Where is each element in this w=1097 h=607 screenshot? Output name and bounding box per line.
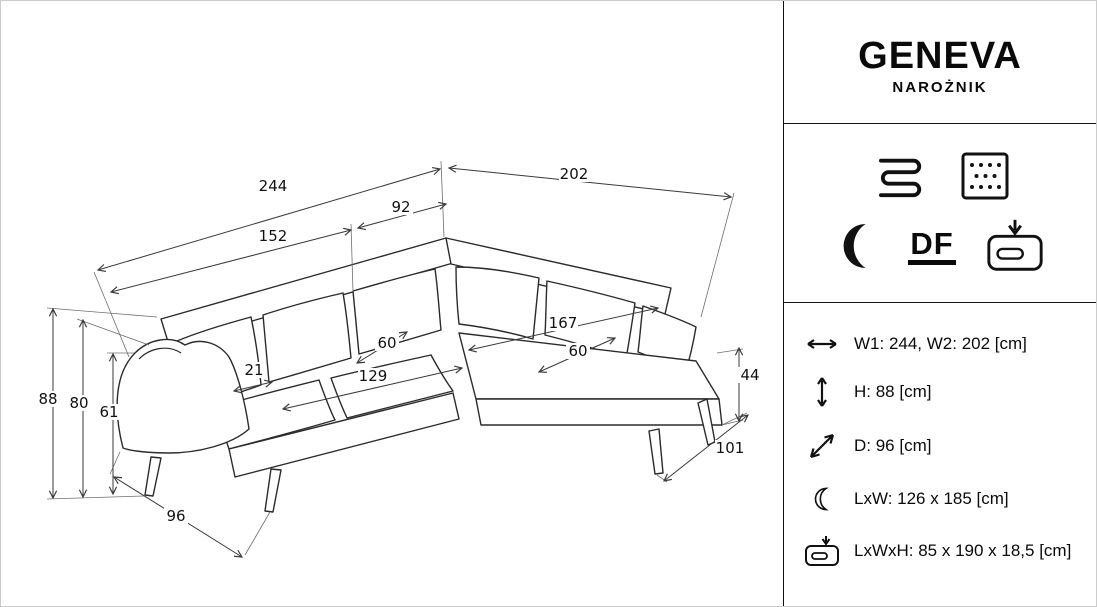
sofa-armrest bbox=[116, 338, 250, 454]
armrest-scroll-line bbox=[138, 347, 182, 360]
info-panel: GENEVA NAROŻNIK bbox=[784, 1, 1096, 606]
dim-label-seat-height: 44 bbox=[740, 366, 759, 384]
spec-row-depth: D: 96 [cm] bbox=[800, 430, 1088, 462]
spec-text-storage: LxWxH: 85 x 190 x 18,5 [cm] bbox=[854, 540, 1072, 560]
pocket-springs-icon bbox=[961, 152, 1009, 200]
sofa-leg-3 bbox=[648, 428, 664, 475]
dim-label-h-total: 88 bbox=[38, 390, 57, 408]
dimension-labels: 244 202 152 92 88 80 61 21 129 60 bbox=[36, 165, 762, 525]
sofa-body bbox=[116, 237, 723, 513]
df-label: DF bbox=[908, 228, 956, 265]
dim-label-h-arm: 61 bbox=[99, 403, 118, 421]
spring-coil-icon bbox=[879, 158, 922, 198]
dim-label-chaise-length: 167 bbox=[549, 314, 578, 332]
dimline-129 bbox=[283, 368, 462, 409]
dim-label-chaise-width: 101 bbox=[716, 439, 745, 457]
width-arrow-icon bbox=[800, 336, 844, 352]
dimline-101 bbox=[664, 415, 748, 481]
dim-label-seat-depth: 60 bbox=[377, 334, 396, 352]
moon-icon bbox=[800, 484, 844, 514]
panel-header: GENEVA NAROŻNIK bbox=[784, 1, 1096, 123]
dim-label-back-corner: 92 bbox=[391, 198, 410, 216]
dim-label-back-left: 152 bbox=[259, 227, 288, 245]
storage-box-icon bbox=[987, 219, 1043, 271]
dim-label-w2: 202 bbox=[560, 165, 589, 183]
spec-text-depth: D: 96 [cm] bbox=[854, 436, 932, 456]
spec-text-height: H: 88 [cm] bbox=[854, 382, 932, 402]
sofa-leg-1 bbox=[144, 456, 162, 497]
spec-row-height: H: 88 [cm] bbox=[800, 375, 1088, 409]
sofa-base-left bbox=[228, 392, 460, 478]
product-subtitle: NAROŻNIK bbox=[892, 78, 988, 96]
dim-label-chaise-depth: 60 bbox=[568, 342, 587, 360]
moon-icon bbox=[843, 223, 866, 269]
dim-label-depth: 96 bbox=[166, 507, 185, 525]
sofa-leg-2 bbox=[264, 468, 282, 513]
height-arrow-icon bbox=[800, 375, 844, 409]
spec-text-sleeping: LxW: 126 x 185 [cm] bbox=[854, 488, 1009, 508]
spec-list: W1: 244, W2: 202 [cm] H: 88 [cm] D: 96 [… bbox=[784, 303, 1096, 606]
divider-bottom bbox=[784, 302, 1096, 303]
feature-icons: DF bbox=[784, 124, 1096, 302]
drawing-area: 244 202 152 92 88 80 61 21 129 60 bbox=[1, 1, 784, 606]
spec-row-sleeping: LxW: 126 x 185 [cm] bbox=[800, 484, 1088, 514]
feature-row-2: DF bbox=[834, 218, 1045, 274]
dim-label-w1: 244 bbox=[259, 177, 288, 195]
spec-row-width: W1: 244, W2: 202 [cm] bbox=[800, 334, 1088, 354]
storage-box-icon bbox=[800, 535, 844, 567]
dim-label-h-back: 80 bbox=[69, 394, 88, 412]
dim-label-seat-front: 129 bbox=[359, 367, 388, 385]
dimline-202 bbox=[449, 168, 731, 197]
spec-text-width: W1: 244, W2: 202 [cm] bbox=[854, 334, 1027, 354]
dimline-21 bbox=[234, 382, 272, 391]
feature-row-1 bbox=[871, 152, 1009, 200]
corner-sofa-drawing: 244 202 152 92 88 80 61 21 129 60 bbox=[36, 160, 762, 606]
sofa-base-chaise bbox=[475, 398, 723, 426]
divider-top bbox=[784, 123, 1096, 124]
spec-row-storage: LxWxH: 85 x 190 x 18,5 [cm] bbox=[800, 535, 1088, 567]
depth-arrow-icon bbox=[800, 430, 844, 462]
dimline-152 bbox=[111, 230, 351, 292]
back-cushion-2 bbox=[262, 292, 352, 383]
product-title: GENEVA bbox=[858, 35, 1022, 77]
dimline-92 bbox=[358, 204, 446, 228]
dim-label-arm-front: 21 bbox=[244, 361, 263, 379]
back-cushion-4 bbox=[455, 266, 540, 340]
